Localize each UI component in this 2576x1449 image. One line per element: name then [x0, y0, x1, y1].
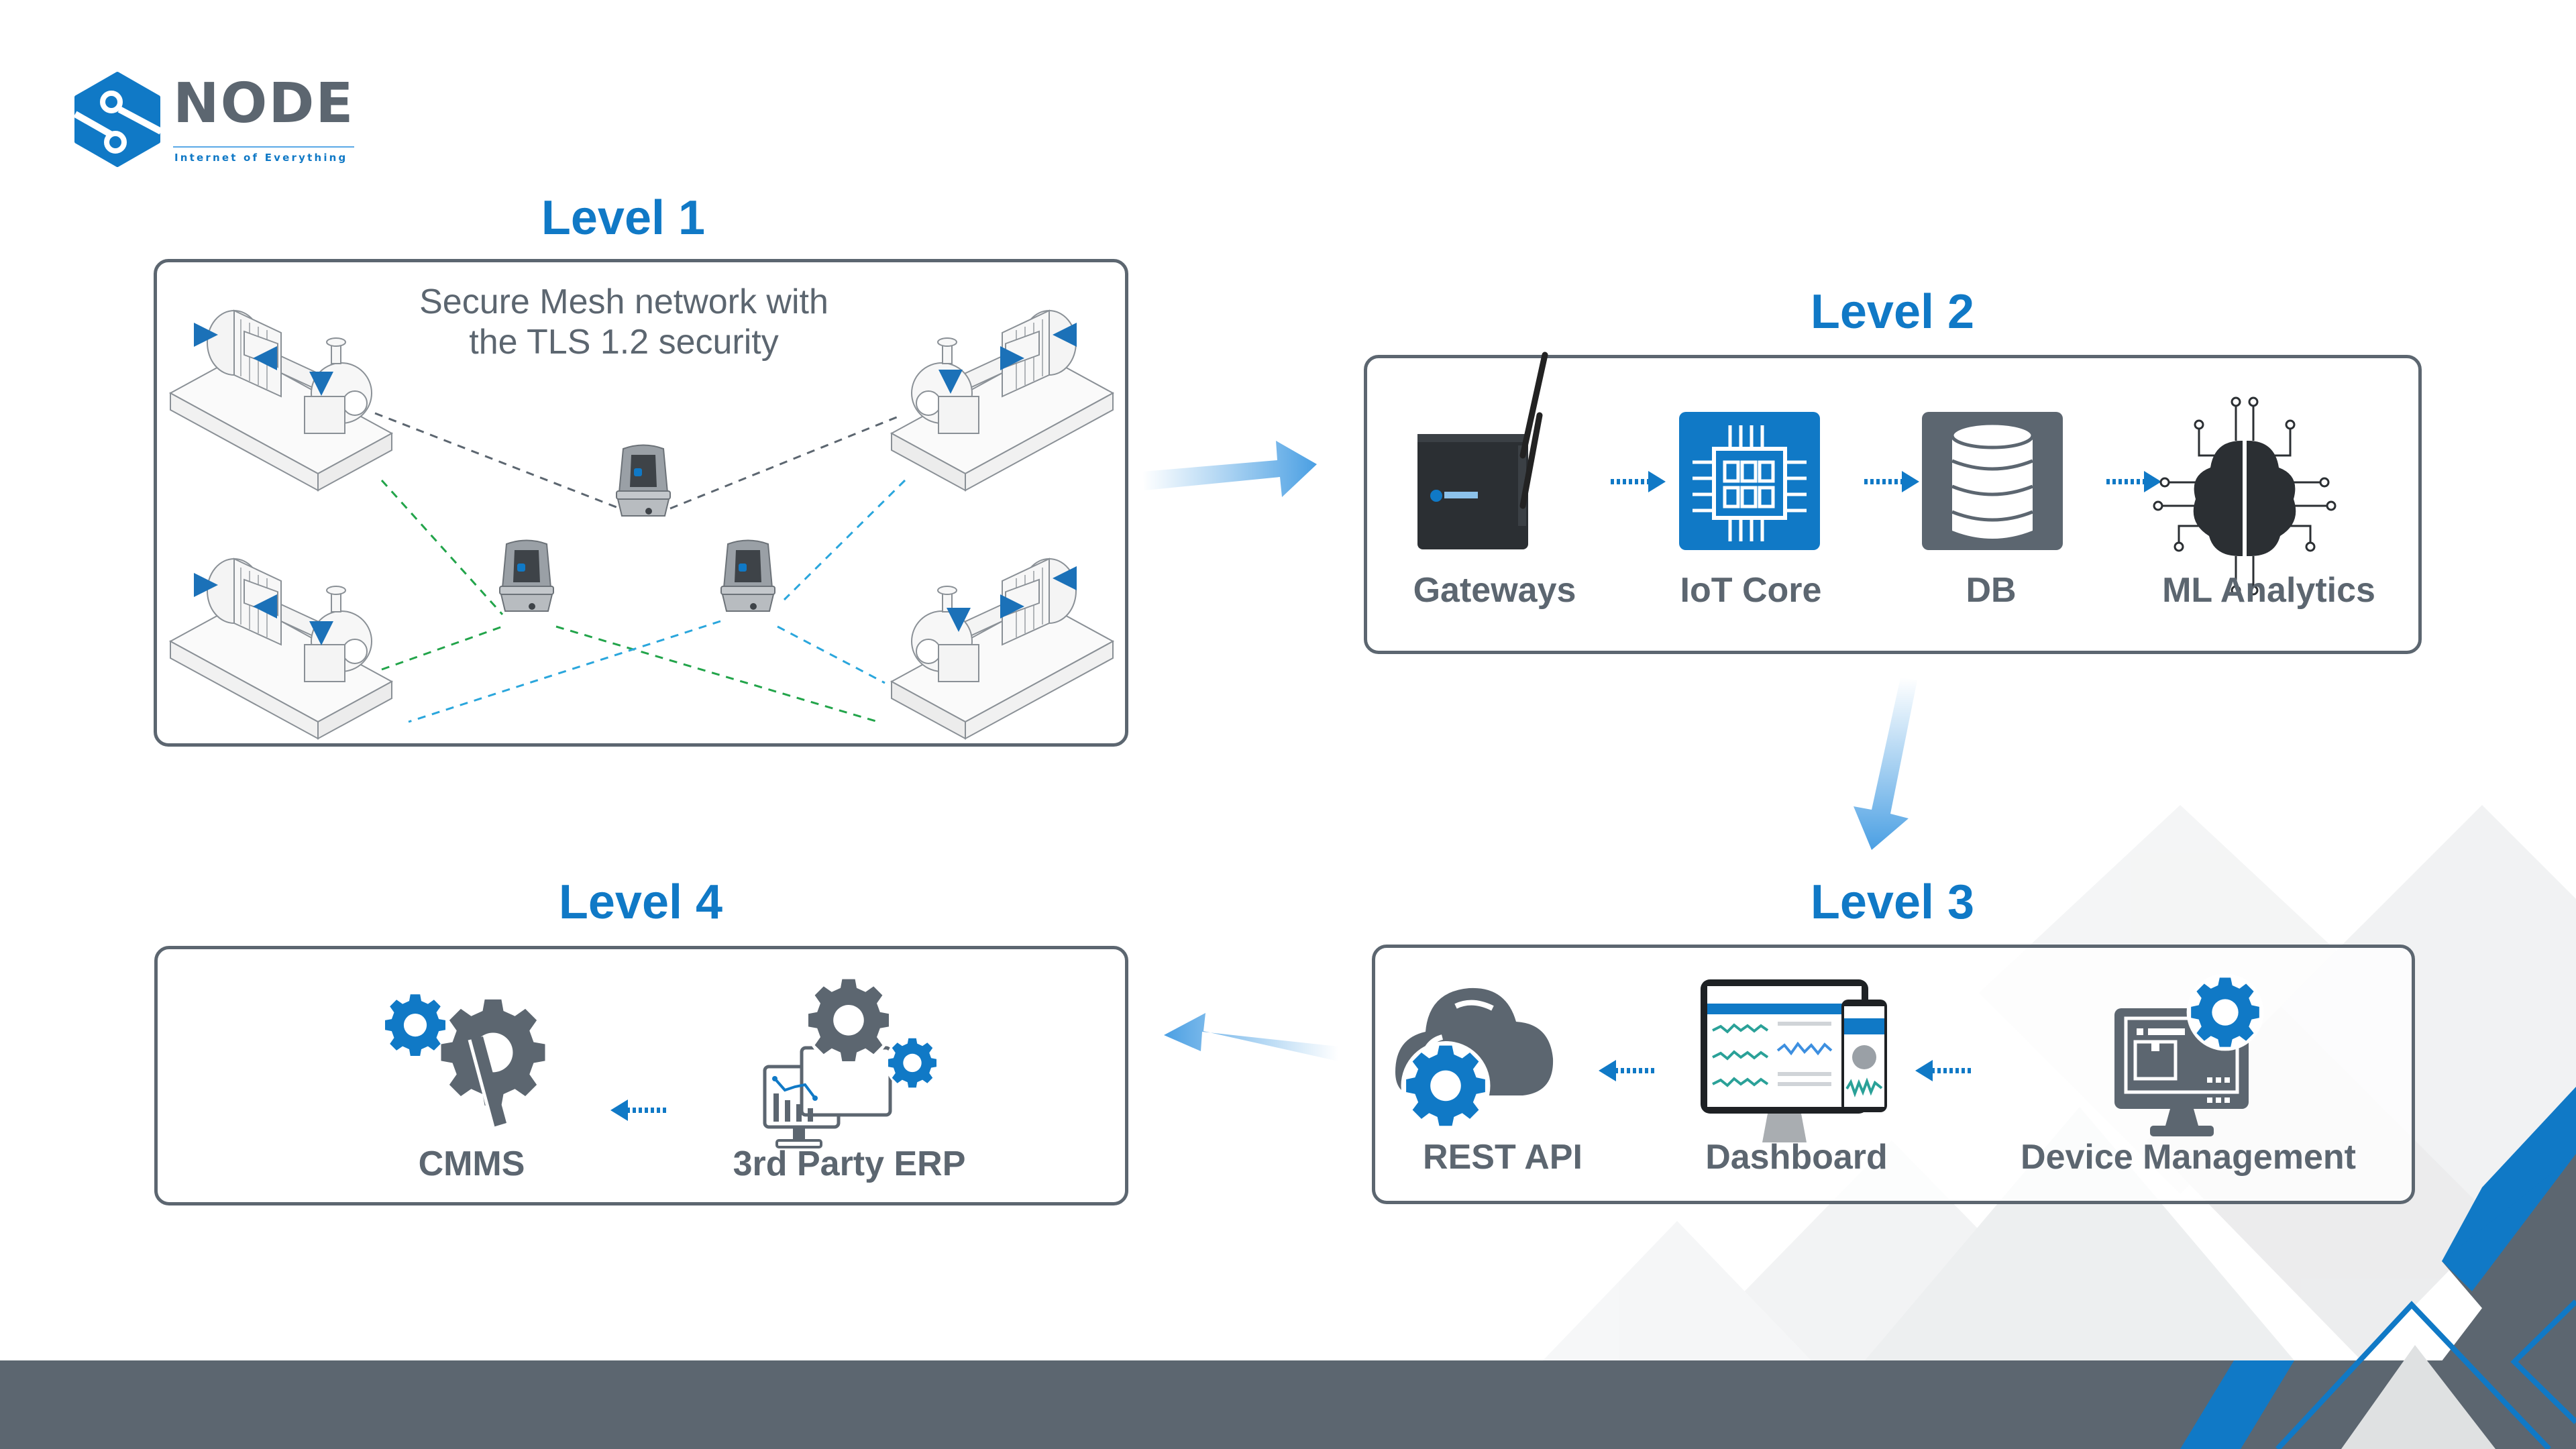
corner-accent	[2180, 1087, 2576, 1449]
monitor-gear-icon	[2114, 973, 2264, 1136]
level-2-panel	[1364, 355, 2422, 654]
link-sensor-center-pump-tr	[669, 415, 899, 510]
link-pump-bl-sensor-left	[381, 625, 503, 671]
flow-arrow-gateway-to-iot	[1611, 471, 1666, 492]
dashboard-label: Dashboard	[1705, 1138, 1888, 1177]
level-4-panel	[154, 946, 1128, 1205]
sensor-right-icon	[720, 539, 775, 612]
mesh-network-diagram	[170, 310, 1114, 739]
mesh-network-caption: Secure Mesh network with the TLS 1.2 sec…	[362, 282, 885, 362]
node-logo-icon	[73, 72, 163, 167]
gears-wrench-icon	[385, 994, 545, 1128]
flow-arrow-erp-to-cmms	[610, 1099, 667, 1121]
level-2-title: Level 2	[1810, 285, 1975, 339]
db-label: DB	[1966, 571, 2017, 610]
erp-label: 3rd Party ERP	[733, 1144, 966, 1183]
flow-arrow-iot-to-db	[1864, 471, 1919, 492]
mesh-links	[374, 412, 906, 723]
flow-arrow-dashboard-to-rest-api	[1599, 1060, 1655, 1081]
brand-tagline: Internet of Everything	[174, 152, 348, 164]
arrow-left-icon	[1164, 1013, 1338, 1061]
link-pump-tl-sensor-left	[380, 479, 504, 616]
ml-analytics-label: ML Analytics	[2162, 571, 2375, 610]
level-1-title: Level 1	[541, 191, 706, 245]
dashboard-devices-icon	[1701, 979, 1887, 1142]
erp-chart-gear-icon	[763, 975, 940, 1148]
pump-top-right-icon	[891, 310, 1114, 491]
level-4-title: Level 4	[558, 875, 723, 929]
level-3-flow	[1395, 973, 2264, 1142]
footer-bar	[0, 1360, 2576, 1449]
brain-circuit-icon	[2153, 396, 2337, 596]
cpu-chip-icon	[1679, 412, 1820, 550]
sensor-left-icon	[499, 539, 554, 612]
link-pump-tr-sensor-right	[783, 479, 906, 601]
link-sensor-right-pump-bl	[408, 620, 721, 723]
iot-core-label: IoT Core	[1680, 571, 1822, 610]
link-pump-tl-sensor-center	[374, 412, 621, 510]
cloud-gear-icon	[1395, 987, 1554, 1130]
level-4-flow	[385, 975, 940, 1148]
mesh-caption-line-2: the TLS 1.2 security	[469, 323, 779, 362]
brand-logo: NODE Internet of Everything	[72, 72, 381, 173]
mesh-caption-line-1: Secure Mesh network with	[419, 282, 828, 321]
cmms-label: CMMS	[418, 1144, 525, 1183]
arrow-down-icon	[1854, 678, 1917, 850]
arrow-right-icon	[1142, 441, 1317, 497]
brand-divider	[173, 146, 354, 148]
brand-name: NODE	[173, 72, 355, 136]
sensor-center-icon	[616, 444, 671, 517]
device-management-label: Device Management	[2021, 1138, 2356, 1177]
database-icon	[1922, 412, 2063, 550]
pump-bottom-right-icon	[891, 558, 1114, 739]
level-3-title: Level 3	[1810, 875, 1975, 929]
flow-arrow-device-mgmt-to-dashboard	[1915, 1060, 1972, 1081]
gateway-router-icon	[1417, 352, 1548, 549]
flow-arrow-db-to-ml	[2106, 471, 2161, 492]
level-2-flow	[1417, 352, 2337, 596]
link-sensor-left-pump-br	[555, 625, 879, 723]
rest-api-label: REST API	[1423, 1138, 1582, 1177]
link-sensor-right-pump-br	[777, 625, 885, 684]
gateways-label: Gateways	[1413, 571, 1576, 610]
